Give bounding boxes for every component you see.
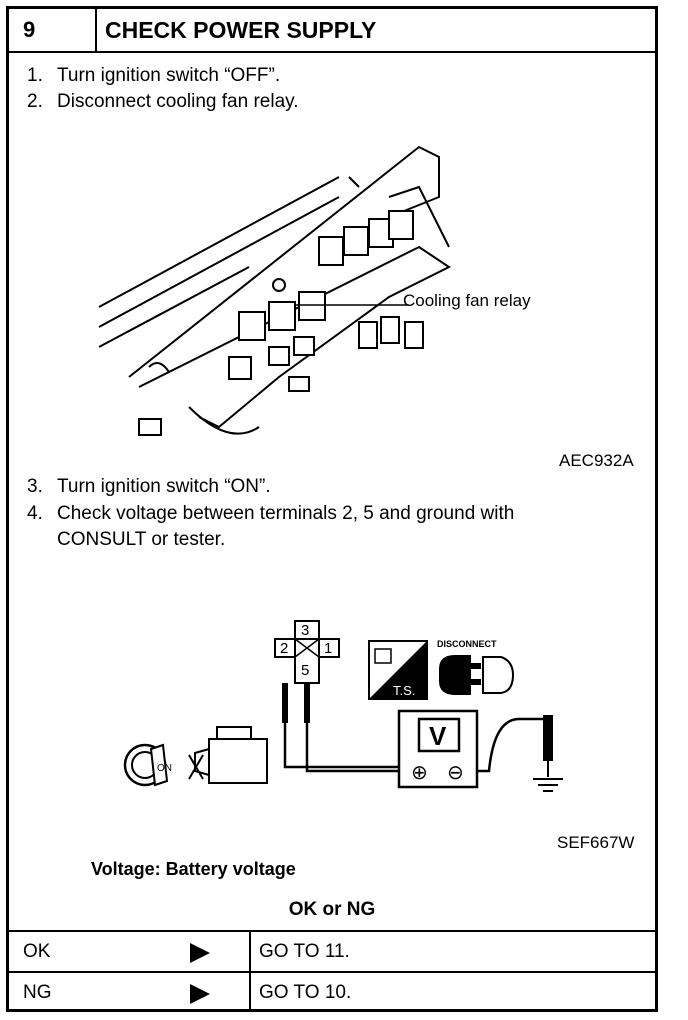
terminal-2: 2 <box>280 640 288 657</box>
action-ng: GO TO 10. <box>259 982 352 1003</box>
terminal-3: 3 <box>301 622 309 639</box>
figure2-ref: SEF667W <box>557 833 635 852</box>
disconnect-icon <box>439 655 515 695</box>
meter-plus: ⊕ <box>411 760 428 784</box>
meter-v: V <box>429 721 447 751</box>
engine-icon <box>188 726 268 784</box>
step-number: 9 <box>9 9 97 51</box>
cooling-fan-relay-label: Cooling fan relay <box>403 291 531 310</box>
key-on-label: ON <box>157 763 172 774</box>
result-ng: NG <box>23 982 52 1003</box>
ts-label: T.S. <box>393 683 415 698</box>
step-title: CHECK POWER SUPPLY <box>105 17 377 43</box>
instruction-1: 1.Turn ignition switch “OFF”. <box>27 65 281 86</box>
decision-row-ok: OK GO TO 11. <box>9 930 655 971</box>
procedure-box: 9 CHECK POWER SUPPLY 1.Turn ignition swi… <box>6 6 658 1012</box>
voltage-spec: Voltage: Battery voltage <box>91 859 296 879</box>
voltage-check-diagram: 3 2 1 5 V ⊕ ⊖ T.S. DISCONNECT <box>123 620 563 792</box>
terminal-5: 5 <box>301 662 309 679</box>
disconnect-label: DISCONNECT <box>437 639 497 649</box>
ignition-key-icon: ON <box>123 743 172 787</box>
instruction-2: 2.Disconnect cooling fan relay. <box>27 91 299 112</box>
step-header: 9 CHECK POWER SUPPLY <box>9 9 655 53</box>
relay-connector <box>294 638 320 684</box>
arrow-right-icon <box>190 943 210 963</box>
instruction-3: 3.Turn ignition switch “ON”. <box>27 476 271 497</box>
result-ok: OK <box>23 941 51 962</box>
meter-minus: ⊖ <box>447 760 464 784</box>
arrow-right-icon <box>190 984 210 1004</box>
terminal-1: 1 <box>324 640 332 657</box>
instruction-4: 4.Check voltage between terminals 2, 5 a… <box>27 503 515 524</box>
relay-box-illustration <box>98 145 451 436</box>
decision-row-ng: NG GO TO 10. <box>9 971 655 1012</box>
decision-heading: OK or NG <box>288 899 376 920</box>
action-ok: GO TO 11. <box>259 941 350 962</box>
instruction-4-cont: CONSULT or tester. <box>57 529 226 550</box>
figure1-ref: AEC932A <box>559 451 634 470</box>
